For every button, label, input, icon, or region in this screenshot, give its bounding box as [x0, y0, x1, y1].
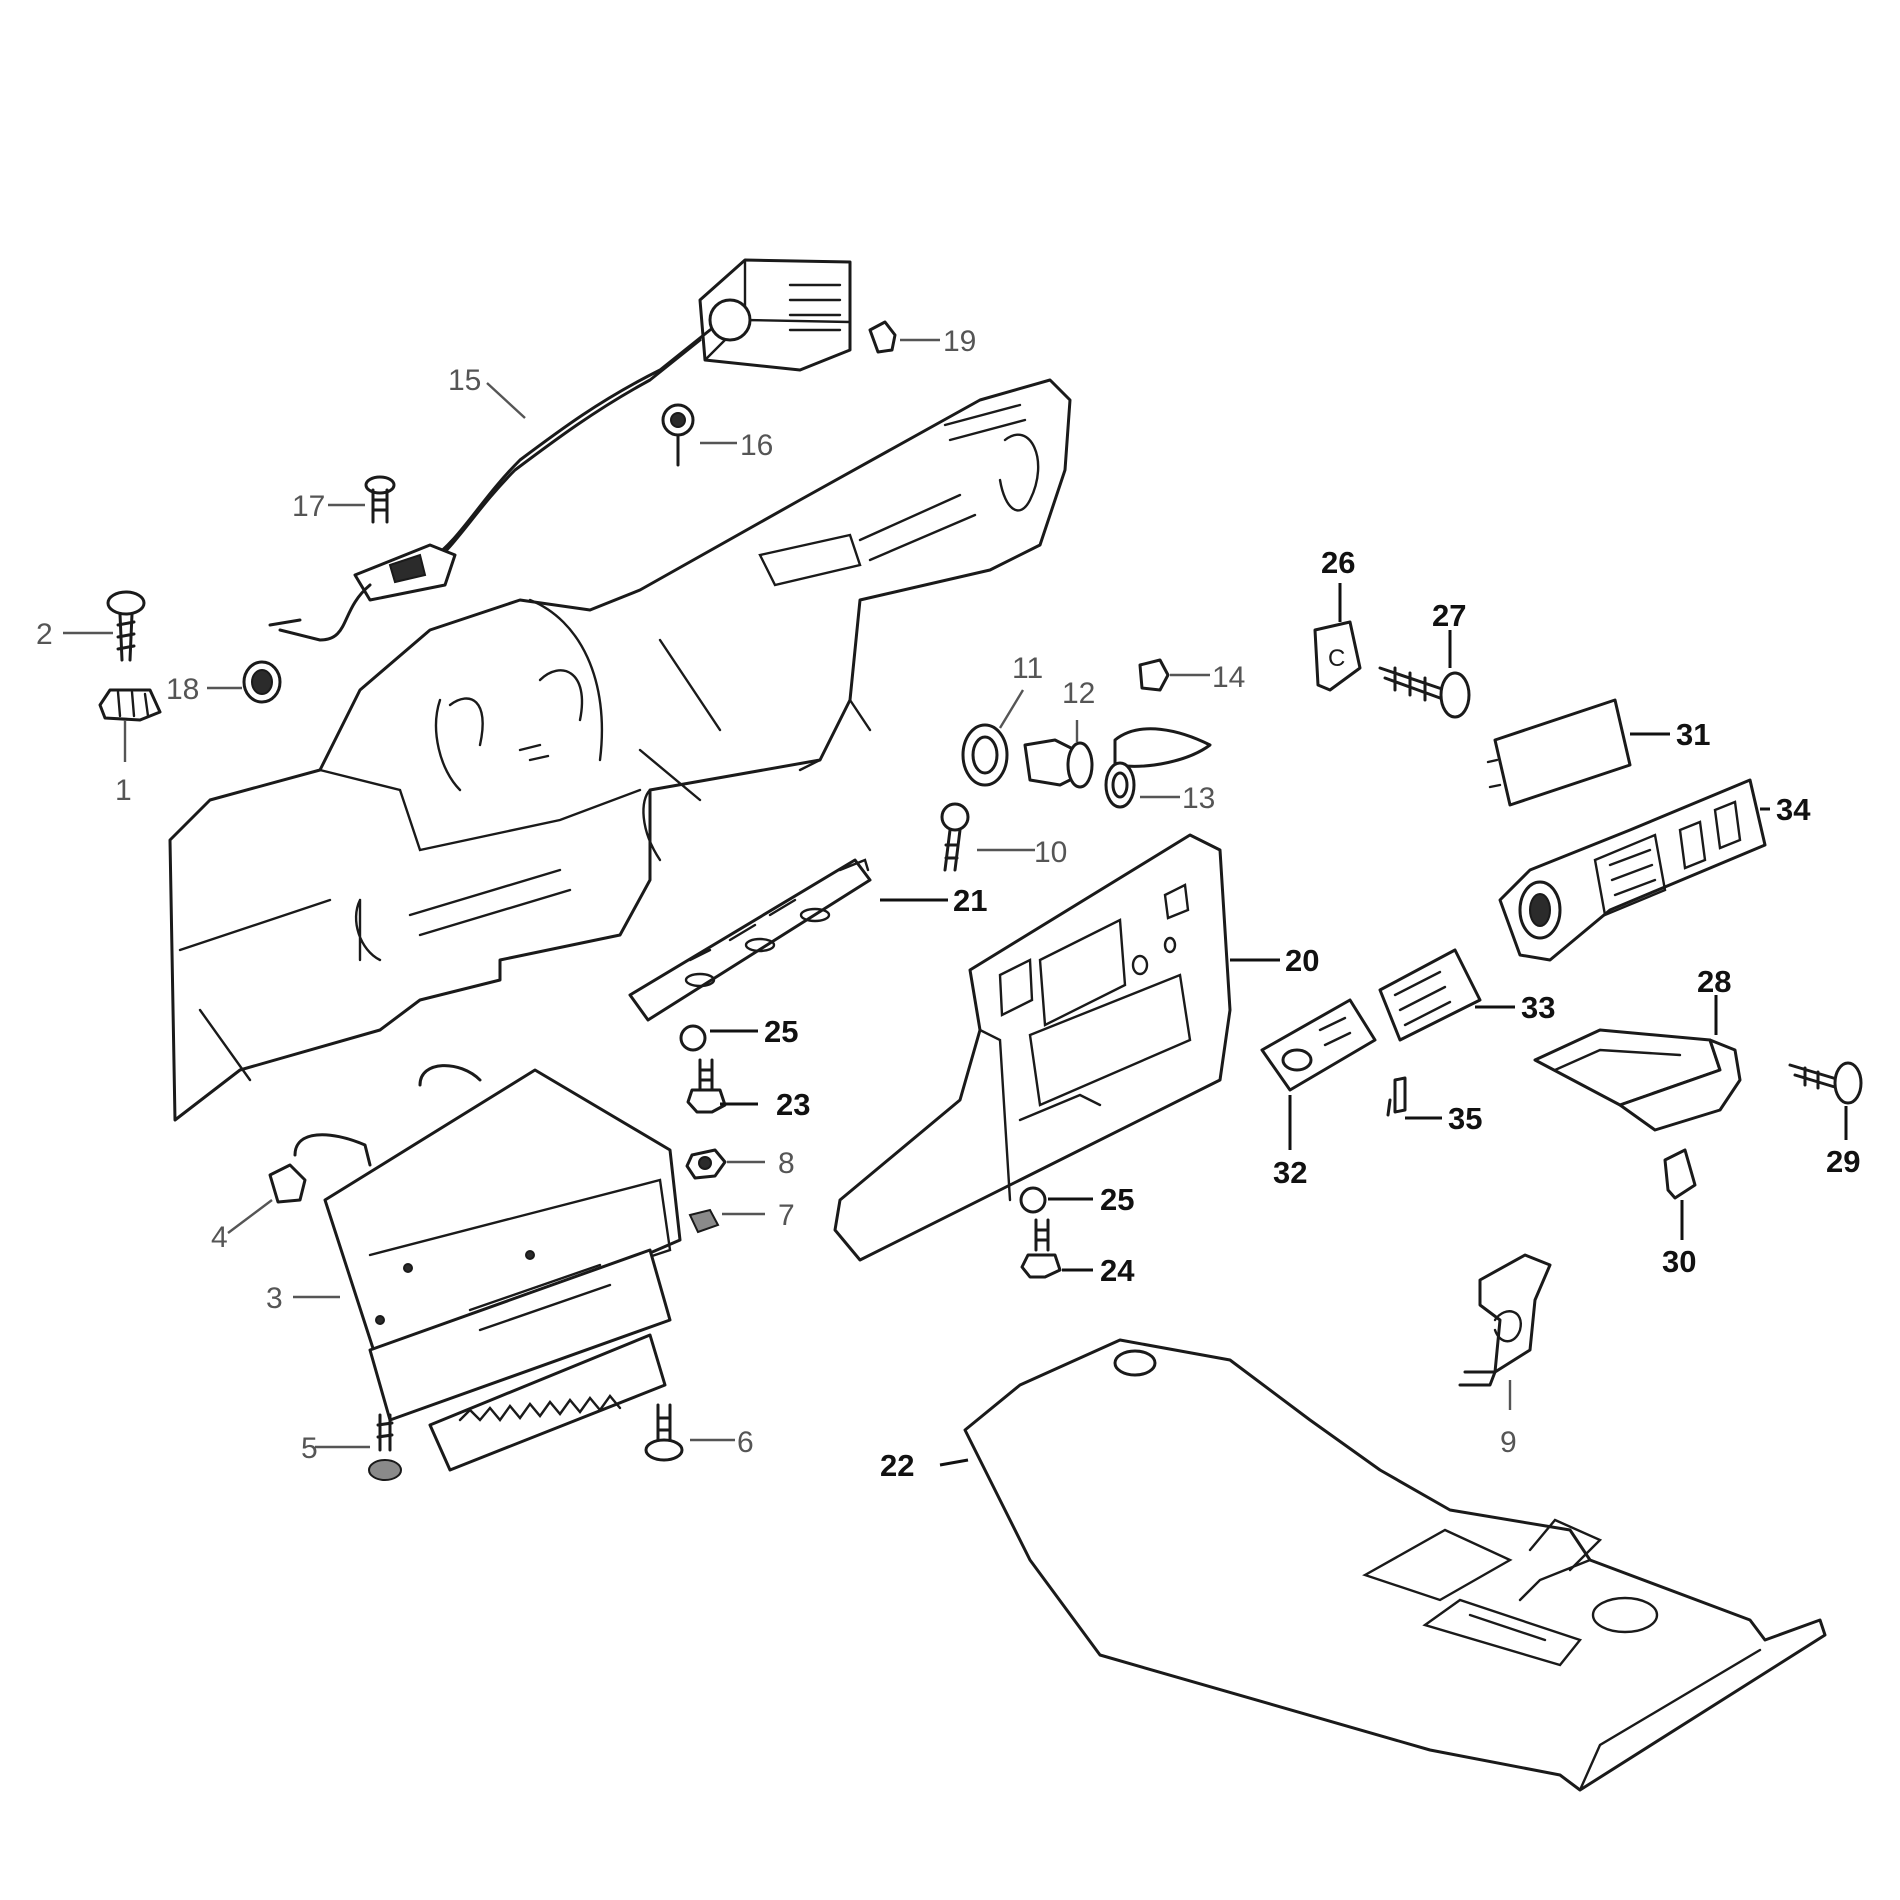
label-1: 1 — [115, 774, 132, 807]
label-17: 17 — [292, 490, 325, 523]
svg-text:C: C — [1328, 645, 1345, 672]
label-32: 32 — [1273, 1155, 1307, 1190]
clip-30 — [1663, 1148, 1697, 1200]
vent-panel-34 — [1498, 778, 1767, 962]
label-20: 20 — [1285, 943, 1319, 978]
label-13: 13 — [1182, 782, 1215, 815]
clip-7 — [688, 1208, 720, 1234]
clip-35 — [1386, 1076, 1407, 1117]
label-8: 8 — [778, 1147, 795, 1180]
label-23: 23 — [776, 1087, 810, 1122]
label-2: 2 — [36, 618, 53, 651]
label-24: 24 — [1100, 1253, 1135, 1288]
bolt-24 — [1020, 1218, 1062, 1279]
label-33: 33 — [1521, 990, 1555, 1025]
label-14: 14 — [1212, 661, 1245, 694]
console-panel-20 — [833, 833, 1232, 1262]
leader-lines-light — [63, 338, 1512, 1449]
bracket-9 — [1458, 1253, 1552, 1387]
washer-25a — [679, 1024, 707, 1052]
screw-29 — [1788, 1061, 1863, 1105]
clip-19 — [868, 320, 897, 354]
clip-26: C — [1313, 620, 1362, 692]
bolt-17 — [364, 475, 396, 524]
bolt-6 — [644, 1403, 684, 1462]
label-22: 22 — [880, 1448, 914, 1483]
label-7: 7 — [778, 1199, 795, 1232]
bezel-32 — [1260, 998, 1377, 1092]
label-30: 30 — [1662, 1244, 1696, 1279]
label-21: 21 — [953, 883, 987, 918]
lighter-assembly — [940, 658, 1212, 872]
label-34: 34 — [1776, 792, 1811, 827]
dashboard-panel — [168, 378, 1072, 1122]
label-25-lower: 25 — [1100, 1182, 1134, 1217]
label-4: 4 — [211, 1221, 228, 1254]
label-11: 11 — [1012, 652, 1043, 685]
label-35: 35 — [1448, 1101, 1482, 1136]
grommet-18 — [242, 660, 282, 704]
screw-5 — [368, 1413, 402, 1481]
label-9: 9 — [1500, 1426, 1517, 1459]
label-31: 31 — [1676, 717, 1710, 752]
label-15: 15 — [448, 364, 481, 397]
washer-25b — [1019, 1186, 1047, 1214]
label-18: 18 — [166, 673, 199, 706]
callout-labels: 1 2 3 4 5 6 7 8 9 10 11 12 13 14 15 16 1… — [36, 325, 1860, 1483]
label-27: 27 — [1432, 598, 1466, 633]
clip-1 — [98, 688, 162, 722]
cover-31 — [1486, 698, 1632, 807]
label-26: 26 — [1321, 545, 1355, 580]
label-12: 12 — [1062, 677, 1095, 710]
nut-8 — [685, 1148, 727, 1180]
ashtray-28 — [1533, 1028, 1742, 1132]
label-25-upper: 25 — [764, 1014, 798, 1049]
screw-2 — [106, 590, 146, 662]
floor-console-22 — [963, 1338, 1827, 1792]
screw-27 — [1378, 666, 1471, 719]
label-19: 19 — [943, 325, 976, 358]
label-16: 16 — [740, 429, 773, 462]
label-10: 10 — [1034, 836, 1067, 869]
lock-16 — [661, 403, 695, 467]
bolt-23 — [686, 1058, 727, 1114]
label-3: 3 — [266, 1282, 283, 1315]
speaker-wiring-harness — [268, 258, 852, 642]
bezel-33 — [1378, 948, 1482, 1042]
label-29: 29 — [1826, 1144, 1860, 1179]
label-28: 28 — [1697, 964, 1731, 999]
label-6: 6 — [737, 1426, 754, 1459]
tray-3 — [293, 1064, 682, 1472]
leader-lines-bold — [710, 583, 1848, 1467]
label-5: 5 — [301, 1432, 318, 1465]
bracket-21 — [628, 858, 872, 1022]
clip-4 — [268, 1163, 307, 1204]
